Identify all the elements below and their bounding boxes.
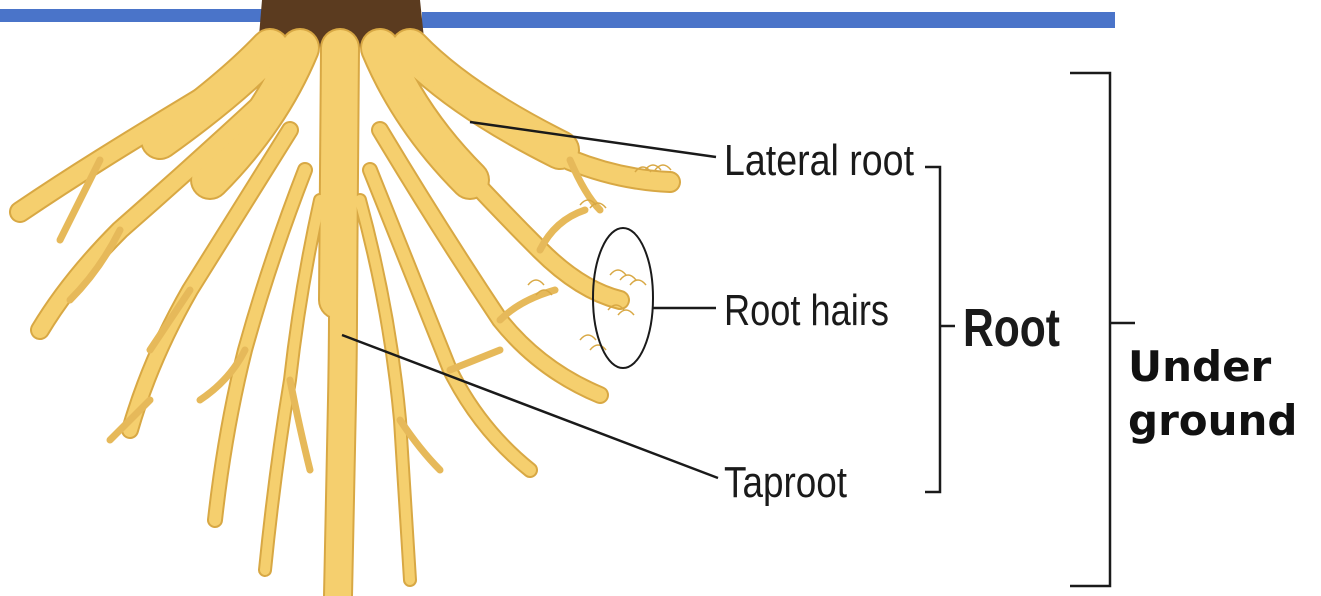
label-taproot: Taproot (724, 458, 847, 507)
label-underground-line2: ground (1128, 394, 1298, 448)
label-underground-line1: Under (1128, 340, 1298, 394)
label-underground: Under ground (1128, 340, 1298, 448)
label-root: Root (963, 298, 1060, 358)
top-bar-right (422, 12, 1115, 28)
label-lateral-root: Lateral root (724, 136, 914, 185)
root-system (20, 48, 670, 596)
underground-bracket (1070, 73, 1110, 586)
label-root-hairs: Root hairs (724, 286, 889, 335)
top-bar-left (0, 9, 262, 22)
root-bracket (925, 167, 940, 492)
